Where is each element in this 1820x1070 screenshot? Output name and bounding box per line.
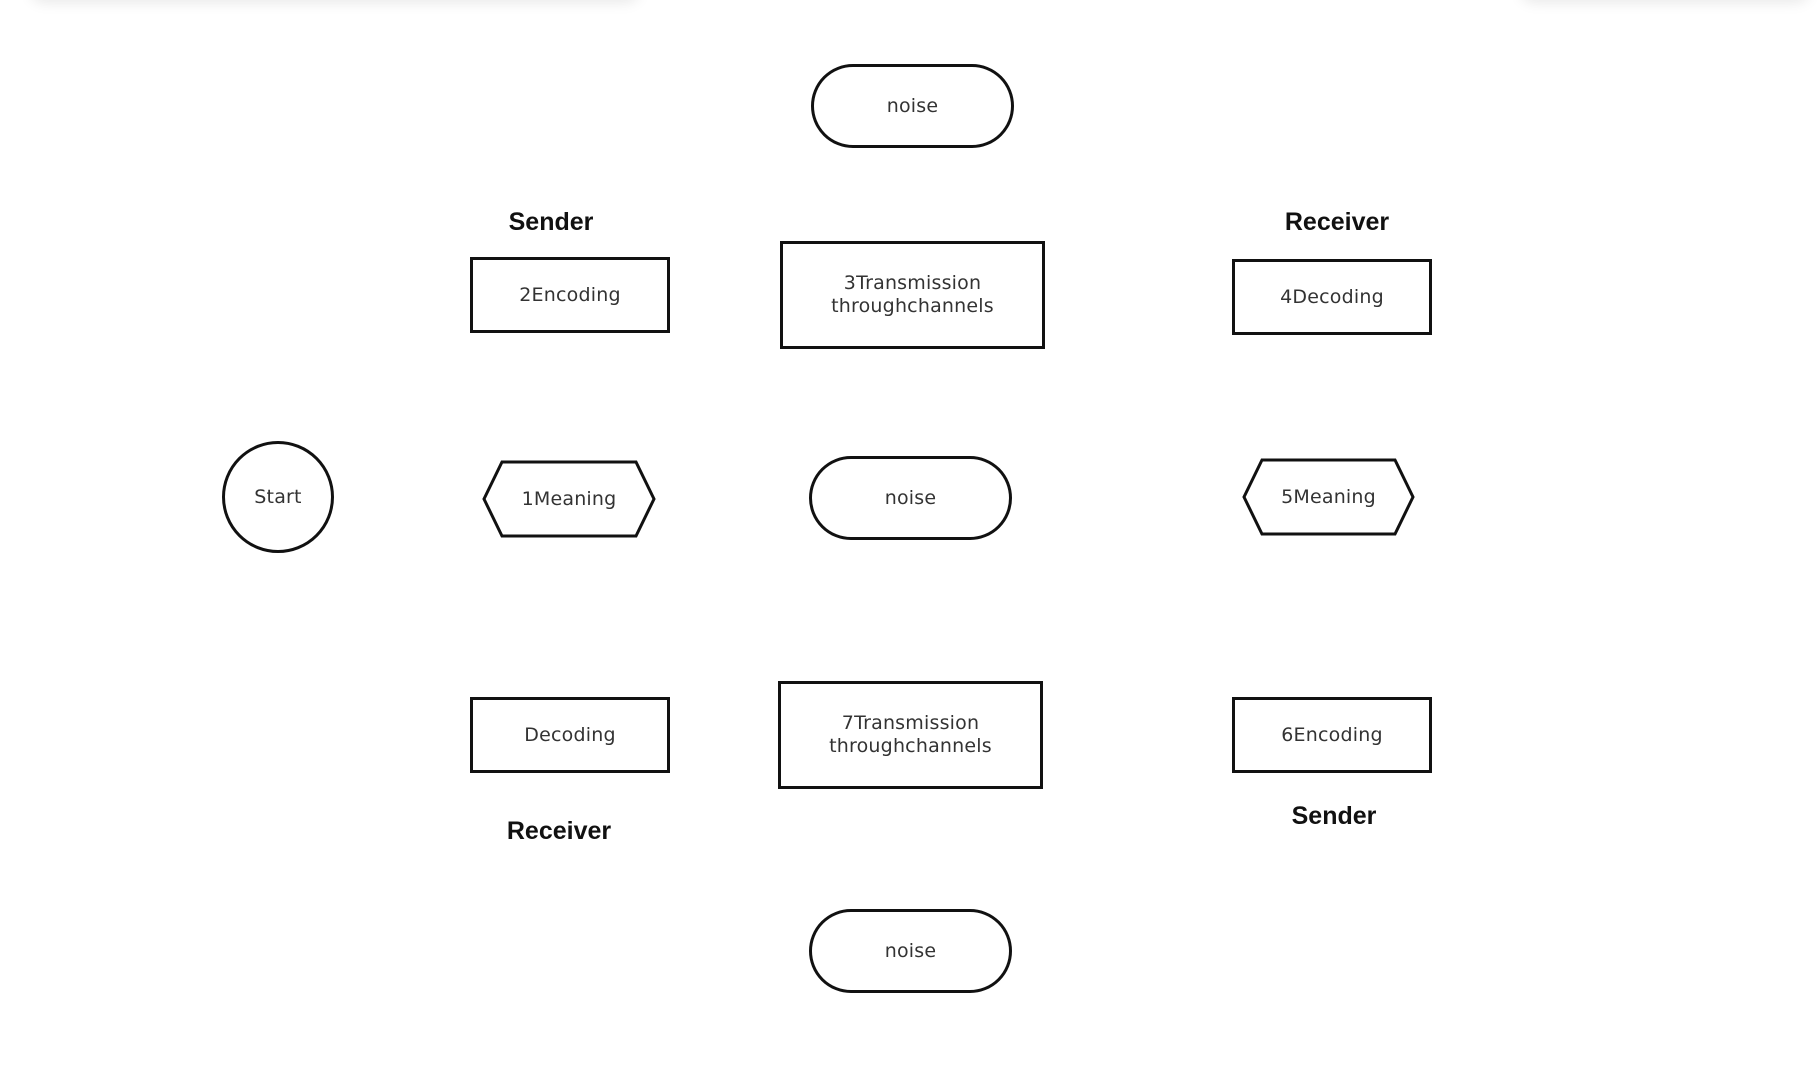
sender-label-top: Sender: [508, 208, 594, 236]
meaning-node-1[interactable]: 1Meaning: [482, 460, 656, 538]
encoding-2-label: 2Encoding: [519, 283, 621, 306]
encoding-node-2[interactable]: 2Encoding: [470, 257, 670, 333]
sender-label-bottom: Sender: [1291, 802, 1377, 830]
noise-node-bottom[interactable]: noise: [809, 909, 1012, 993]
decoding-left-label: Decoding: [524, 723, 616, 746]
noise-label: noise: [884, 939, 937, 962]
encoding-6-label: 6Encoding: [1281, 723, 1383, 746]
noise-node-middle[interactable]: noise: [809, 456, 1012, 540]
transmission-3-line-1: 3Transmission: [843, 272, 982, 294]
receiver-label-bottom: Receiver: [506, 817, 612, 845]
noise-label: noise: [886, 94, 939, 117]
transmission-7-line-1: 7Transmission: [841, 712, 980, 734]
transmission-3-label: 3Transmission throughchannels: [831, 272, 994, 318]
encoding-node-6[interactable]: 6Encoding: [1232, 697, 1432, 773]
hexagon-shape: [482, 460, 656, 538]
transmission-node-7[interactable]: 7Transmission throughchannels: [778, 681, 1043, 789]
meaning-5-label: 5Meaning: [1281, 485, 1376, 508]
transmission-7-line-2: throughchannels: [829, 735, 992, 757]
meaning-1-label: 1Meaning: [521, 487, 617, 510]
receiver-label-top: Receiver: [1284, 208, 1390, 236]
noise-node-top[interactable]: noise: [811, 64, 1014, 148]
transmission-7-label: 7Transmission throughchannels: [829, 712, 992, 758]
transmission-node-3[interactable]: 3Transmission throughchannels: [780, 241, 1045, 349]
transmission-3-line-2: throughchannels: [831, 295, 994, 317]
start-node[interactable]: Start: [222, 441, 334, 553]
start-label: Start: [254, 485, 302, 508]
meaning-node-5[interactable]: 5Meaning: [1242, 458, 1415, 536]
decoding-node-left[interactable]: Decoding: [470, 697, 670, 773]
hexagon-shape: [1242, 458, 1415, 536]
noise-label: noise: [884, 486, 937, 509]
decoding-node-4[interactable]: 4Decoding: [1232, 259, 1432, 335]
decoding-4-label: 4Decoding: [1280, 285, 1384, 308]
